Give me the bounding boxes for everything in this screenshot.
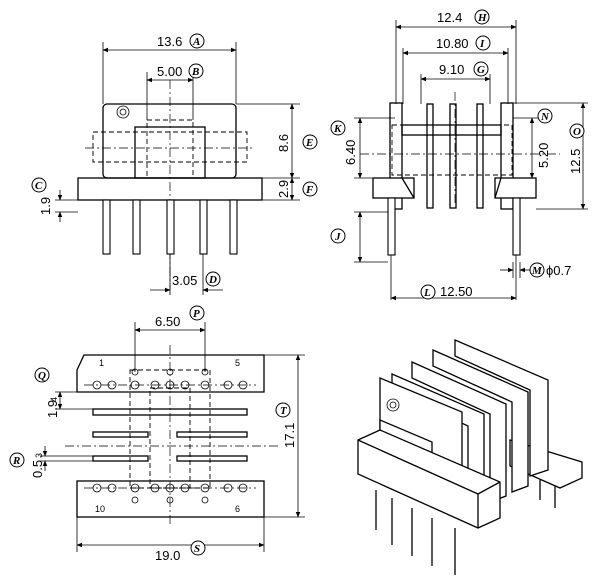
callout-j: J <box>334 231 341 243</box>
callout-m: M <box>531 265 543 277</box>
pin-number-1: 1 <box>99 358 104 368</box>
dim-q-value: 1.9 <box>45 400 60 418</box>
callout-p: P <box>193 308 200 320</box>
dim-r-extra: 3 <box>34 453 44 458</box>
dim-i-value: 10.80 <box>436 36 469 51</box>
front-view <box>55 42 300 295</box>
callout-e: E <box>305 137 313 149</box>
dim-g-value: 9.10 <box>439 62 464 77</box>
pin-number-5: 5 <box>235 358 240 368</box>
dim-d-value: 3.05 <box>172 273 197 288</box>
dim-m-value: ϕ0.7 <box>546 263 571 278</box>
dim-t-value: 17.1 <box>282 423 297 448</box>
side-view-labels: 12.4 H 10.80 I 9.10 G K 6.40 N 5.20 O 12… <box>330 9 585 300</box>
callout-k: K <box>333 123 342 135</box>
dim-h-value: 12.4 <box>437 10 462 25</box>
dim-r-value: 0.5 <box>30 460 45 478</box>
bottom-view-labels: 1 5 10 6 6.50 P 17.1 T 19.0 S Q 1.9 4 R … <box>9 305 297 563</box>
dim-l-value: 12.50 <box>440 284 473 299</box>
pin-number-10: 10 <box>95 504 105 514</box>
dim-n-value: 5.20 <box>536 143 551 168</box>
callout-d: D <box>208 274 217 286</box>
callout-a: A <box>192 36 200 48</box>
dim-o-value: 12.5 <box>568 149 583 174</box>
dim-f-value: 2.9 <box>276 180 291 198</box>
front-view-labels: 13.6 A 5.00 B 3.05 D 8.6 E 2.9 F 1.9 C <box>31 33 318 288</box>
callout-l: L <box>423 287 431 299</box>
callout-b: B <box>191 66 199 78</box>
bottom-view <box>40 322 305 552</box>
callout-i: I <box>479 38 485 50</box>
callout-q: Q <box>38 370 46 382</box>
dim-s-value: 19.0 <box>155 548 180 563</box>
side-view <box>354 20 588 301</box>
callout-s: S <box>194 543 200 555</box>
callout-n: N <box>540 111 550 123</box>
callout-c: C <box>35 180 43 192</box>
pin-number-6: 6 <box>235 504 240 514</box>
dim-b-value: 5.00 <box>157 64 182 79</box>
dim-e-value: 8.6 <box>276 134 291 152</box>
isometric-view <box>357 339 583 575</box>
callout-t: T <box>280 405 288 417</box>
dim-p-value: 6.50 <box>155 314 180 329</box>
dim-q-extra: 4 <box>49 397 59 402</box>
dim-k-value: 6.40 <box>343 140 358 165</box>
callout-r: R <box>12 455 20 467</box>
callout-g: G <box>477 64 485 76</box>
dim-a-value: 13.6 <box>157 34 182 49</box>
dim-c-value: 1.9 <box>38 197 53 215</box>
callout-f: F <box>305 184 314 196</box>
callout-h: H <box>477 12 487 24</box>
callout-o: O <box>573 126 581 138</box>
